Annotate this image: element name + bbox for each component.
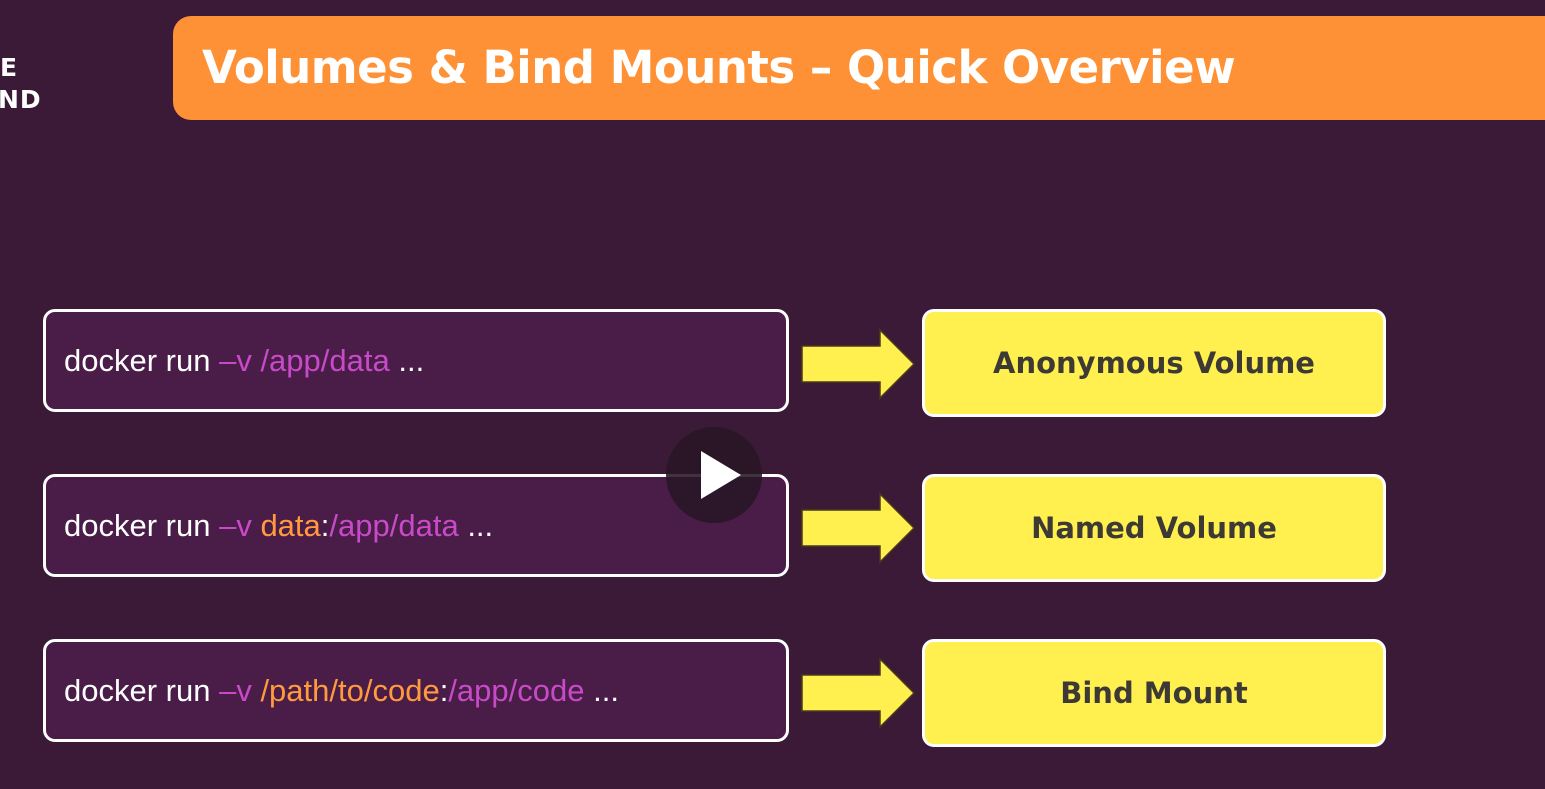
command-box-anonymous: docker run –v /app/data ...: [43, 309, 789, 412]
command-suffix: ...: [389, 342, 425, 378]
logo-line-1: E: [0, 53, 19, 82]
brand-logo: E ND: [0, 52, 60, 116]
arrow-right-icon: [801, 657, 916, 729]
command-target: /app/data: [329, 507, 459, 543]
arrow-right-icon: [801, 328, 916, 400]
logo-line-2: ND: [0, 85, 42, 114]
command-prefix: docker run: [64, 672, 220, 708]
command-flag: –v: [219, 342, 261, 378]
command-source: data: [260, 507, 321, 543]
result-named-volume: Named Volume: [922, 474, 1386, 582]
slide-title: Volumes & Bind Mounts – Quick Overview: [202, 41, 1236, 94]
command-source: /path/to/code: [260, 672, 440, 708]
command-flag: –v: [219, 507, 261, 543]
command-box-named: docker run –v data : /app/data ...: [43, 474, 789, 577]
command-prefix: docker run: [64, 342, 220, 378]
result-bind-mount: Bind Mount: [922, 639, 1386, 747]
title-banner: Volumes & Bind Mounts – Quick Overview: [173, 16, 1545, 120]
play-icon: [701, 451, 741, 499]
command-prefix: docker run: [64, 507, 220, 543]
command-suffix: ...: [584, 672, 619, 708]
command-target: /app/code: [448, 672, 585, 708]
command-flag: –v: [219, 672, 261, 708]
command-separator: :: [320, 507, 330, 543]
play-button[interactable]: [666, 427, 762, 523]
command-target: /app/data: [260, 342, 390, 378]
command-box-bind: docker run –v /path/to/code : /app/code …: [43, 639, 789, 742]
result-anonymous-volume: Anonymous Volume: [922, 309, 1386, 417]
arrow-right-icon: [801, 492, 916, 564]
command-separator: :: [439, 672, 449, 708]
command-suffix: ...: [458, 507, 494, 543]
